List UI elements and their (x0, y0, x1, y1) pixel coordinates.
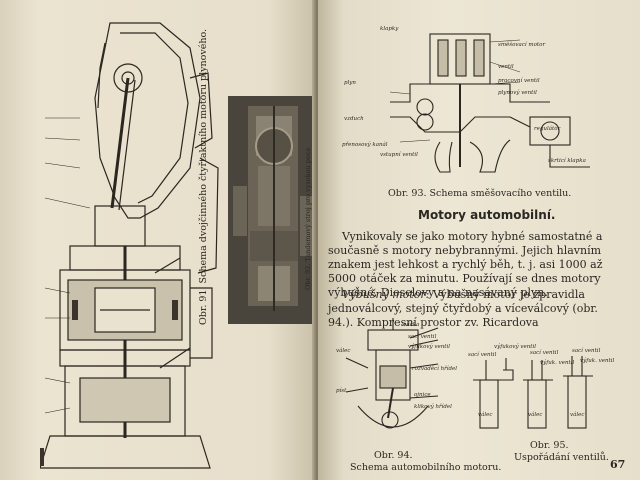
book-gutter (312, 0, 322, 480)
fig91-caption: Obr. 91. Schema dvojčinného čtyřtaktního… (198, 28, 209, 325)
fig95-label-2: výfukový ventil (494, 344, 537, 350)
paragraph-lead: Výbušný motor: (342, 288, 430, 301)
fig93-label-vzduch: vzduch (344, 116, 364, 122)
fig94-caption-number: Obr. 94. (374, 450, 413, 461)
paragraph-intro: Vynikovaly se jako motory hybné samostat… (328, 230, 603, 299)
fig93-label-klapky: klapky (380, 26, 399, 32)
fig94-label-svicka: svíčka (402, 322, 420, 328)
fig94-caption-title: Schema automobilního motoru. (350, 462, 502, 473)
fig91-engine-drawing (40, 22, 219, 469)
fig94-label-ojnice: ojnice (414, 392, 431, 398)
fig95-label-1: sací ventil (468, 352, 497, 358)
fig93-mixing-valve-drawing (389, 33, 590, 173)
fig93-label-prenosovy-kanal: přenosový kanál (342, 142, 388, 148)
fig95-label-5: výfuk. ventil (540, 360, 575, 366)
fig95-label-8: válec (528, 412, 543, 418)
fig94-automobile-engine-drawing (345, 318, 439, 429)
fig93-caption: Obr. 93. Schema směšovacího ventilu. (388, 188, 572, 199)
fig95-caption-title: Uspořádání ventilů. (514, 452, 609, 463)
fig92-caption: Obr. 92. Tandemový stroj pro vysokou pec… (304, 147, 312, 290)
fig95-label-4: sací ventil (530, 350, 559, 356)
fig93-label-plyn: plyn (344, 80, 356, 86)
fig93-label-pracovni-ventil: pracovní ventil (498, 78, 540, 84)
fig93-label-skrtici-klapka: škrticí klapka (548, 158, 586, 164)
page-number: 67 (610, 458, 626, 471)
fig93-label-regulator: regulátor (534, 126, 561, 132)
fig95-label-6: sací ventil (572, 348, 601, 354)
fig95-label-7: výfuk. ventil (580, 358, 615, 364)
fig93-label-ventil: ventil (498, 64, 514, 70)
fig93-label-vstupni-ventil: vstupní ventil (380, 152, 418, 158)
section-heading: Motory automobilní. (418, 208, 556, 222)
fig93-label-plynovy-ventil: plynový ventil (498, 90, 537, 96)
fig95-caption-number: Obr. 95. (530, 440, 569, 451)
fig94-label-saci-ventil: sací ventil (408, 334, 437, 340)
fig94-label-vyfukovy-ventil: výfukový ventil (408, 344, 451, 350)
left-page: Obr. 91. Schema dvojčinného čtyřtaktního… (0, 0, 320, 480)
fig95-label-3: válec (478, 412, 493, 418)
fig92-photograph (228, 96, 320, 324)
fig94-label-klikovy-hridel: klikový hřídel (414, 404, 452, 410)
fig95-valve-arrangement-drawing (473, 356, 593, 429)
paragraph-body: Výbušný motor je zpravidla jednoválcový,… (328, 288, 598, 329)
fig94-label-valec: válec (336, 348, 351, 354)
paragraph-explosive-engine: Výbušný motor: Výbušný motor je zpravidl… (328, 288, 624, 330)
fig94-label-pist: píst (336, 388, 347, 394)
fig94-label-rozvadeci-hridel: rozváděcí hřídel (412, 366, 458, 372)
right-page: klapky plyn vzduch směšovací motor venti… (318, 0, 640, 480)
fig93-label-smesovaci-motor: směšovací motor (498, 42, 546, 48)
fig95-label-9: válec (570, 412, 585, 418)
